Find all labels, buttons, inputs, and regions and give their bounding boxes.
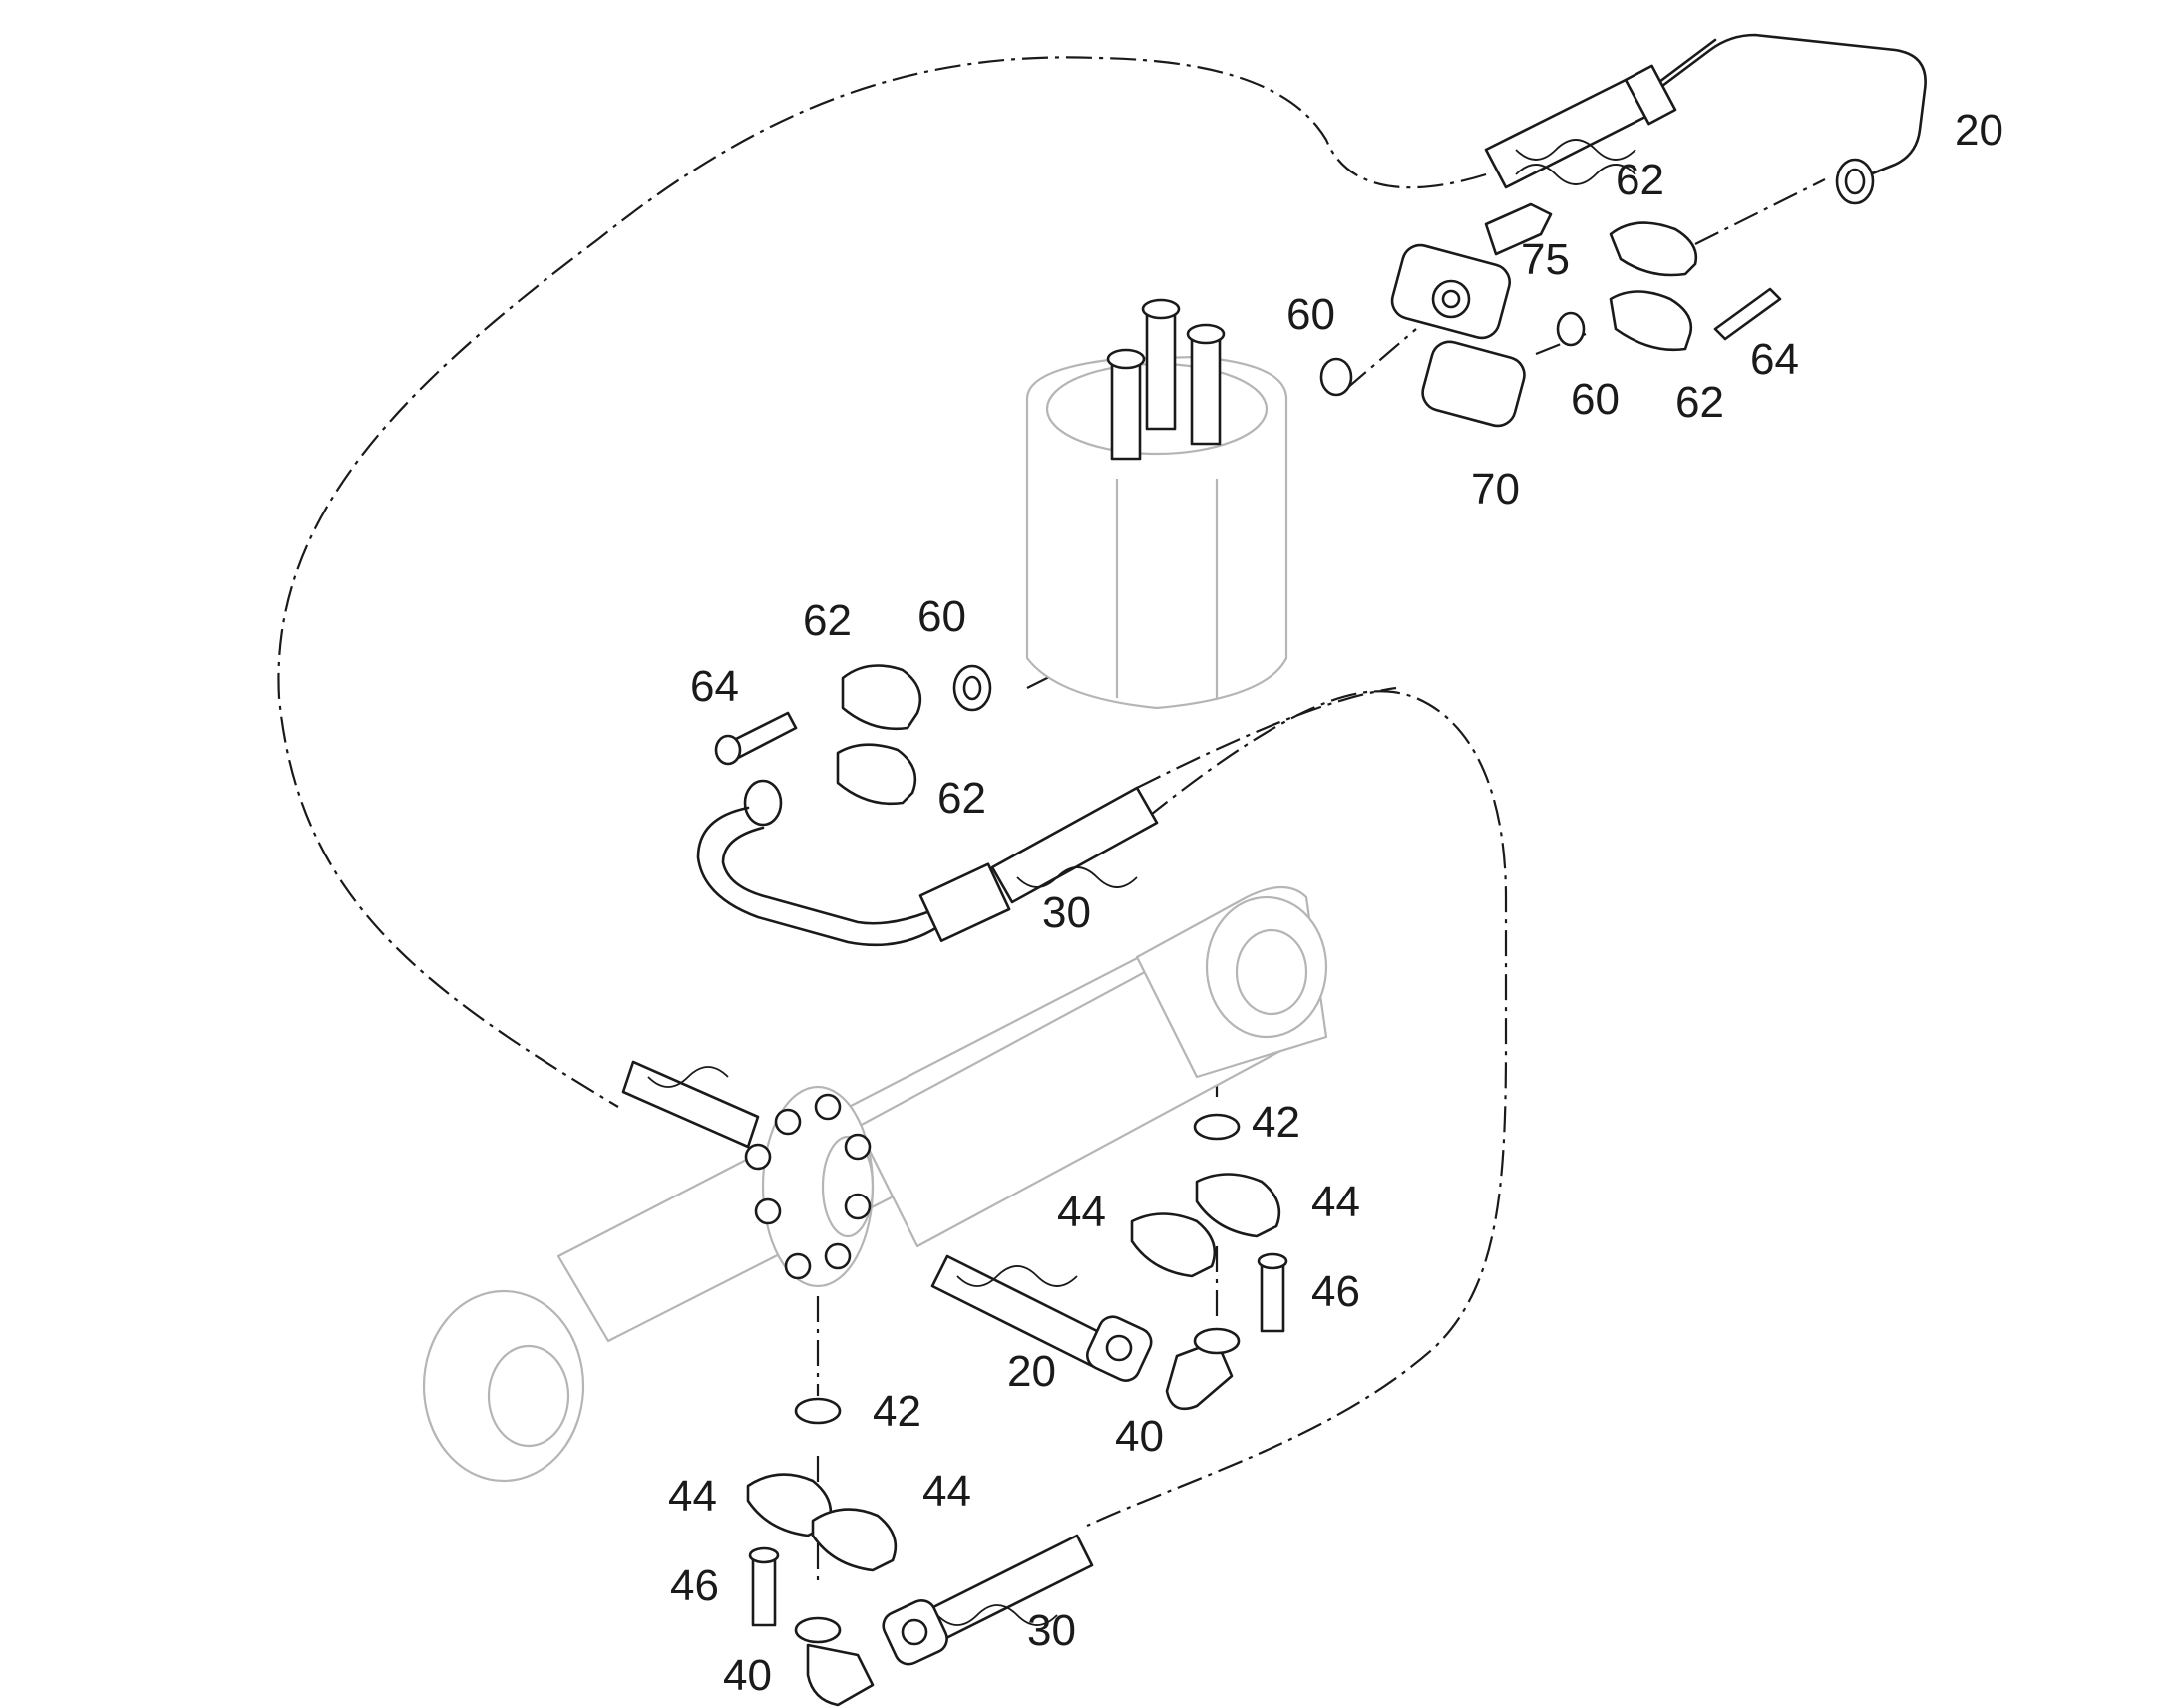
hose-20-top (1484, 33, 1927, 205)
callout-75-screw: 75 (1521, 235, 1570, 284)
callout-44-clamp-right-a: 44 (1057, 1188, 1106, 1236)
callout-46-screw-right: 46 (1311, 1267, 1360, 1316)
hose-20-bottom (930, 1254, 1241, 1411)
callout-44-clamp-right-b: 44 (1311, 1178, 1360, 1226)
flange-group-top (1319, 202, 1782, 428)
callout-62-clamp-left: 62 (803, 596, 852, 645)
callout-62-clamp-top: 62 (1616, 156, 1664, 204)
flange-group-left (714, 664, 992, 806)
callout-20-hose-bottom: 20 (1007, 1347, 1056, 1396)
routing-lines (277, 56, 1826, 1585)
callout-20-hose-top: 20 (1955, 106, 2003, 155)
callout-42-seal-right: 42 (1252, 1098, 1300, 1147)
flange-group-right-bottom (1130, 1113, 1288, 1333)
flange-group-left-bottom (746, 1397, 898, 1707)
callout-40-elbow-left: 40 (723, 1651, 772, 1700)
callout-60-seal-right: 60 (1571, 375, 1620, 424)
callout-30-hose-bottom: 30 (1027, 1606, 1076, 1655)
hydraulic-cylinder (422, 886, 1328, 1483)
callout-30-hose-middle: 30 (1042, 888, 1091, 937)
callout-46-screw-left: 46 (670, 1561, 719, 1610)
callout-42-seal-left: 42 (873, 1387, 921, 1436)
callout-labels: 20 62 75 60 64 60 62 70 62 60 64 62 30 4… (668, 106, 2003, 1700)
callout-62-clamp-left-lower: 62 (937, 774, 986, 823)
hose-left-stub (621, 1060, 760, 1149)
hose-30-bottom (882, 1534, 1094, 1666)
callout-60-seal-left: 60 (917, 592, 966, 641)
callout-60-seal-top: 60 (1286, 290, 1335, 339)
callout-64-screw-left: 64 (690, 662, 739, 711)
valve-block (1025, 298, 1288, 710)
callout-62-clamp-right: 62 (1675, 378, 1724, 427)
callout-40-elbow-right: 40 (1115, 1412, 1164, 1461)
callout-64-screw-right: 64 (1750, 335, 1799, 384)
callout-44-clamp-left-b: 44 (922, 1467, 971, 1516)
callout-70-flange: 70 (1471, 465, 1520, 513)
hose-30-middle (696, 779, 1159, 947)
callout-44-clamp-left-a: 44 (668, 1472, 717, 1521)
